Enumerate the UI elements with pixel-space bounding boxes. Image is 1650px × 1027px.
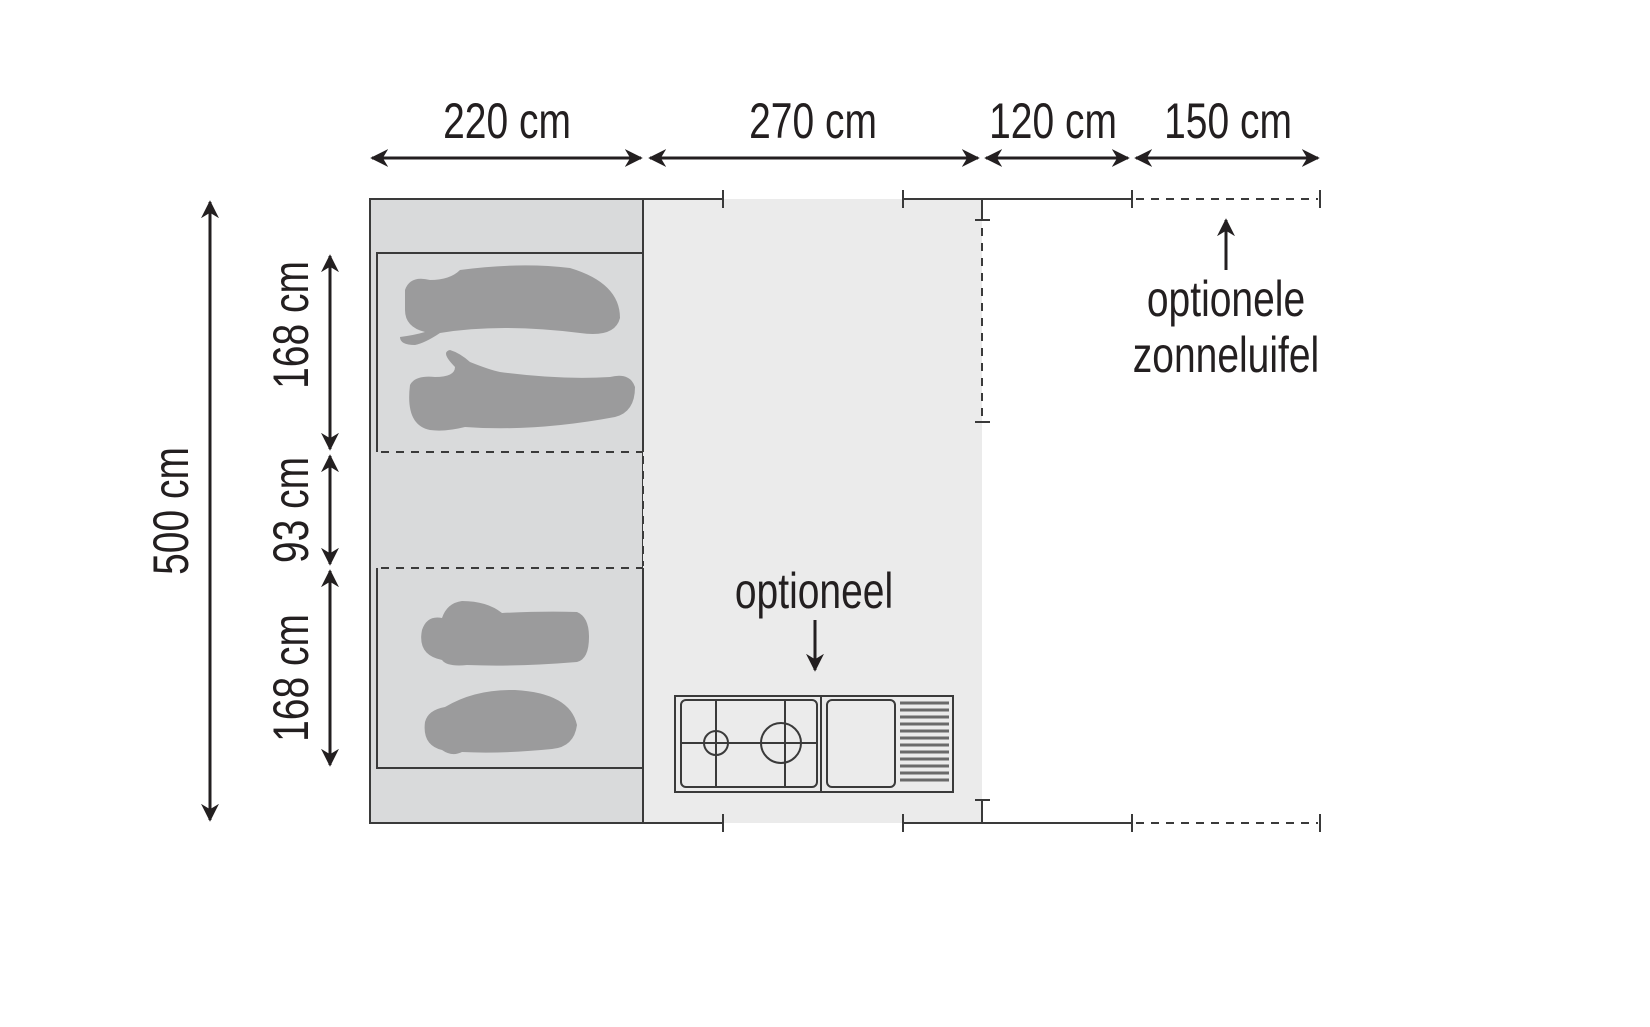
top-dimensions: 220 cm 270 cm 120 cm 150 cm — [370, 92, 1320, 167]
dim-width-awning: 150 cm — [1164, 92, 1292, 149]
dim-gap: 93 cm — [262, 457, 319, 563]
dim-bedroom-1: 168 cm — [262, 261, 319, 389]
sink — [826, 699, 896, 788]
sleeping-bag-silhouette — [400, 265, 620, 345]
living-area — [643, 199, 982, 823]
burner-large — [760, 722, 802, 764]
dim-width-porch: 120 cm — [989, 92, 1117, 149]
kitchen-unit — [674, 695, 954, 793]
awning-label-line1: optionele — [1147, 270, 1305, 327]
sleeping-bag-silhouette — [424, 689, 577, 755]
awning-label-line2: zonneluifel — [1133, 326, 1319, 383]
left-dimensions: 500 cm 168 cm 93 cm 168 cm — [142, 200, 339, 822]
dim-bedroom-2: 168 cm — [262, 614, 319, 742]
burner-small — [703, 730, 729, 756]
drainer — [900, 701, 949, 782]
dim-width-living: 270 cm — [749, 92, 877, 149]
dim-depth-total: 500 cm — [142, 447, 199, 575]
kitchen-optional-label: optioneel — [735, 562, 893, 619]
tent-outline — [643, 190, 1321, 832]
sleeping-bag-silhouette — [421, 601, 589, 666]
bedroom-2 — [376, 567, 643, 769]
sleeping-bag-silhouette — [409, 350, 635, 431]
dim-width-bedroom: 220 cm — [443, 92, 571, 149]
bedroom-1 — [376, 252, 644, 566]
